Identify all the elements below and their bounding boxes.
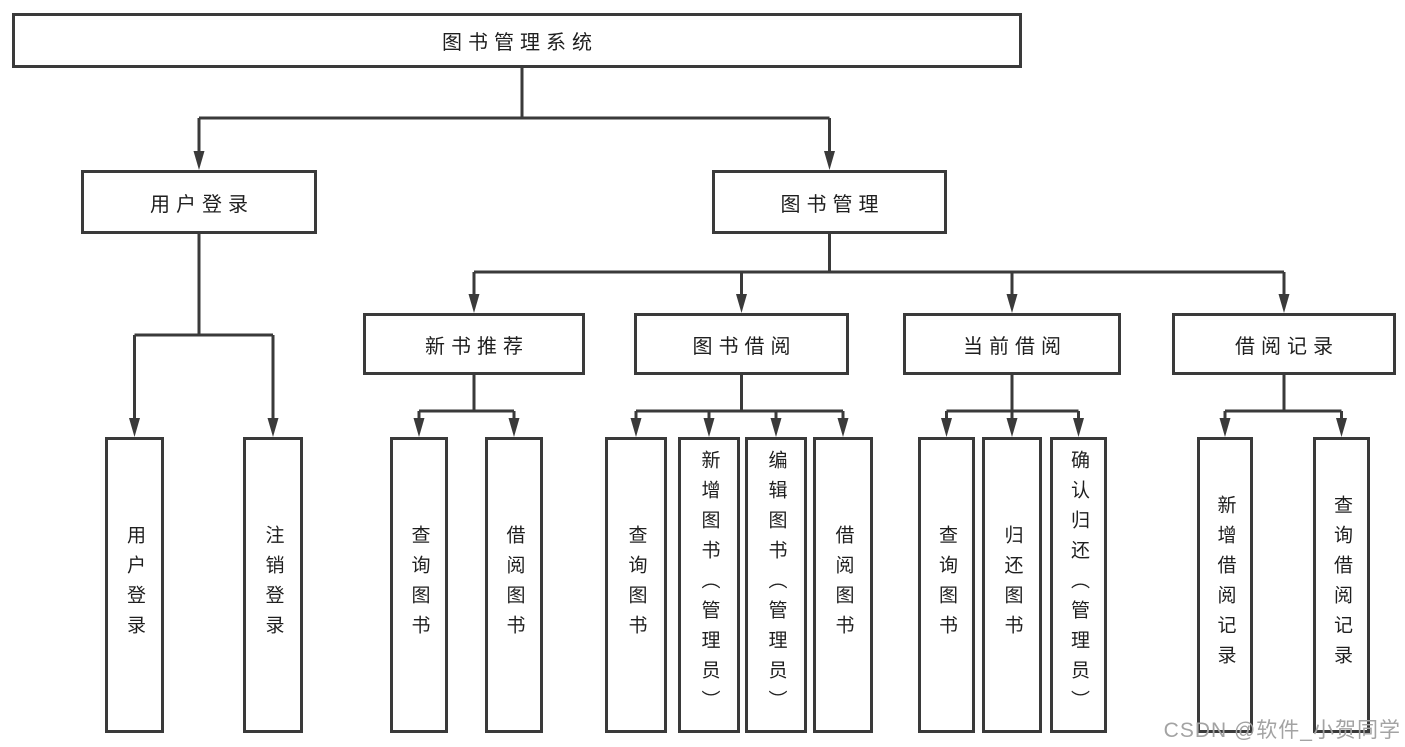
arrowhead-br-add-record	[1219, 418, 1231, 437]
node-label: 编辑图书（管理员）	[765, 450, 787, 720]
node-label: 当前借阅	[963, 335, 1067, 358]
node-br-add-record: 新增借阅记录	[1197, 437, 1253, 733]
node-cb-return-books: 归还图书	[982, 437, 1042, 733]
node-label: 用户登录	[150, 193, 254, 216]
watermark-text: CSDN @软件_小贺同学	[1163, 719, 1401, 742]
node-label: 新增借阅记录	[1214, 495, 1236, 675]
node-current-borrow: 当前借阅	[903, 313, 1121, 375]
node-label: 图书管理	[780, 193, 885, 216]
arrowhead-bb-query-books	[630, 418, 642, 437]
arrowhead-book-borrow	[736, 294, 747, 313]
connector-lines	[133, 68, 1343, 423]
arrowhead-leaf-user-login	[129, 418, 140, 437]
node-label: 新书推荐	[425, 335, 529, 358]
node-br-query-record: 查询借阅记录	[1313, 437, 1370, 733]
arrowhead-cb-return-books	[1006, 418, 1018, 437]
node-label: 用户登录	[124, 525, 145, 645]
node-root: 图书管理系统	[12, 13, 1022, 68]
node-label: 借阅图书	[503, 525, 525, 645]
arrowhead-rec-query-books	[413, 418, 425, 437]
node-label: 确认归还（管理员）	[1068, 450, 1089, 720]
node-label: 借阅记录	[1235, 335, 1339, 358]
arrowhead-new-book-rec	[468, 294, 480, 313]
node-bb-edit-books: 编辑图书（管理员）	[745, 437, 807, 733]
node-new-book-rec: 新书推荐	[363, 313, 585, 375]
arrowheads	[129, 151, 1347, 437]
node-user-login: 用户登录	[81, 170, 317, 234]
node-leaf-logout: 注销登录	[243, 437, 303, 733]
node-book-borrow: 图书借阅	[634, 313, 849, 375]
arrowhead-borrow-records	[1278, 294, 1290, 313]
arrowhead-leaf-logout	[267, 418, 279, 437]
node-label: 查询图书	[936, 525, 957, 645]
arrowhead-user-login	[193, 151, 205, 170]
node-label: 借阅图书	[832, 525, 854, 645]
node-borrow-records: 借阅记录	[1172, 313, 1396, 375]
node-label: 查询图书	[625, 525, 647, 645]
node-label: 查询图书	[408, 525, 430, 645]
arrowhead-cb-confirm-return	[1073, 418, 1084, 437]
node-bb-add-books: 新增图书（管理员）	[678, 437, 740, 733]
node-bb-query-books: 查询图书	[605, 437, 667, 733]
arrowhead-book-mgmt	[824, 151, 835, 170]
node-label: 归还图书	[1001, 525, 1023, 645]
node-label: 注销登录	[262, 525, 284, 645]
node-label: 查询借阅记录	[1331, 495, 1352, 675]
node-label: 图书管理系统	[442, 32, 598, 54]
node-label: 新增图书（管理员）	[698, 450, 720, 720]
node-rec-query-books: 查询图书	[390, 437, 448, 733]
arrowhead-current-borrow	[1006, 294, 1018, 313]
node-book-mgmt: 图书管理	[712, 170, 947, 234]
arrowhead-bb-edit-books	[770, 418, 782, 437]
node-rec-borrow-books: 借阅图书	[485, 437, 543, 733]
arrowhead-rec-borrow-books	[508, 418, 520, 437]
arrowhead-bb-add-books	[703, 418, 715, 437]
arrowhead-bb-borrow-books	[837, 418, 849, 437]
node-leaf-user-login: 用户登录	[105, 437, 164, 733]
node-cb-confirm-return: 确认归还（管理员）	[1050, 437, 1107, 733]
node-label: 图书借阅	[692, 335, 797, 358]
arrowhead-br-query-record	[1336, 418, 1347, 437]
node-bb-borrow-books: 借阅图书	[813, 437, 873, 733]
node-cb-query-books: 查询图书	[918, 437, 975, 733]
arrowhead-cb-query-books	[941, 418, 952, 437]
